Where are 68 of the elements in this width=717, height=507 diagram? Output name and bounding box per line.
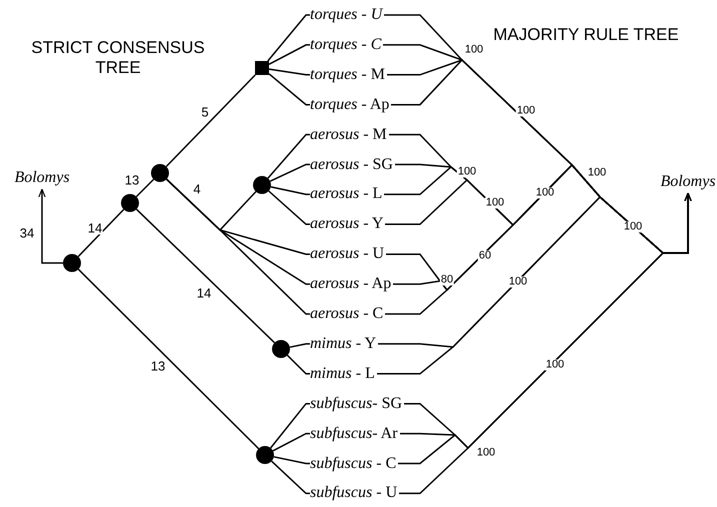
taxon-label: subfuscus- SG (310, 394, 404, 414)
node-dot (253, 176, 271, 194)
tree-title: STRICT CONSENSUS TREE (30, 38, 206, 78)
node-dot (63, 254, 81, 272)
branch-line (166, 74, 256, 168)
branch-length: 14 (86, 222, 104, 234)
taxon-label: aerosus - Ap (310, 274, 393, 294)
branch-line (267, 134, 310, 179)
node-dot (151, 164, 169, 182)
taxon-label: aerosus - M (310, 124, 389, 145)
outgroup-label: Bolomys (660, 172, 716, 194)
node-dot (121, 194, 139, 212)
support-value: 100 (484, 198, 506, 208)
branch-line (136, 208, 276, 344)
support-value: 100 (508, 276, 528, 288)
branch-line (268, 190, 310, 226)
tree-title: MAJORITY RULE TREE (492, 25, 680, 45)
branch-length: 13 (124, 174, 140, 186)
taxon-label: torques - C (310, 34, 383, 55)
support-value: 100 (464, 44, 484, 56)
branch-line (270, 402, 310, 448)
taxon-label: aerosus - Y (310, 214, 385, 234)
branch-line (136, 178, 154, 198)
branch-line (268, 68, 310, 76)
taxon-label: mimus - L (310, 364, 377, 384)
branch-length: 5 (200, 106, 210, 118)
node-dot (272, 340, 290, 358)
branch-line (78, 208, 124, 258)
branch-line (166, 178, 310, 315)
taxon-label: aerosus - C (310, 304, 385, 324)
arrow (38, 188, 63, 264)
branch-length: 14 (196, 286, 212, 300)
branch-line (267, 14, 310, 62)
branch-length: 13 (150, 360, 166, 372)
taxon-label: aerosus - L (310, 184, 384, 204)
outgroup-label: Bolomys (12, 168, 72, 190)
support-value: 100 (476, 448, 496, 458)
branch-line (271, 460, 310, 494)
node-dot (256, 446, 274, 464)
branch-length: 34 (18, 226, 36, 240)
taxon-label: torques - Ap (310, 94, 391, 115)
taxon-label: aerosus - SG (310, 154, 395, 174)
support-value: 100 (622, 222, 644, 232)
taxon-label: subfuscus - C (310, 454, 398, 474)
support-value: 100 (456, 166, 478, 178)
branch-line (272, 432, 310, 452)
support-value: 60 (478, 250, 492, 262)
branch-line (274, 456, 310, 464)
taxon-label: mimus - Y (310, 334, 378, 354)
support-value: 80 (440, 274, 454, 286)
branch-line (270, 164, 310, 182)
support-value: 100 (516, 106, 536, 116)
branch-length: 4 (192, 182, 202, 196)
taxon-label: subfuscus - U (310, 483, 399, 504)
branch-line (268, 73, 310, 106)
support-value: 100 (544, 360, 566, 370)
branch-line (270, 186, 310, 196)
node-square (255, 61, 269, 75)
taxon-label: torques - M (310, 64, 387, 85)
branch-line (268, 44, 310, 65)
taxon-label: torques - U (310, 5, 384, 25)
support-value: 100 (586, 168, 608, 178)
branch-line (290, 343, 310, 348)
support-value: 100 (534, 188, 556, 198)
taxon-label: aerosus - U (310, 244, 386, 264)
taxon-label: subfuscus- Ar (310, 424, 400, 444)
branch-line (286, 354, 310, 375)
branch-line (78, 268, 260, 450)
